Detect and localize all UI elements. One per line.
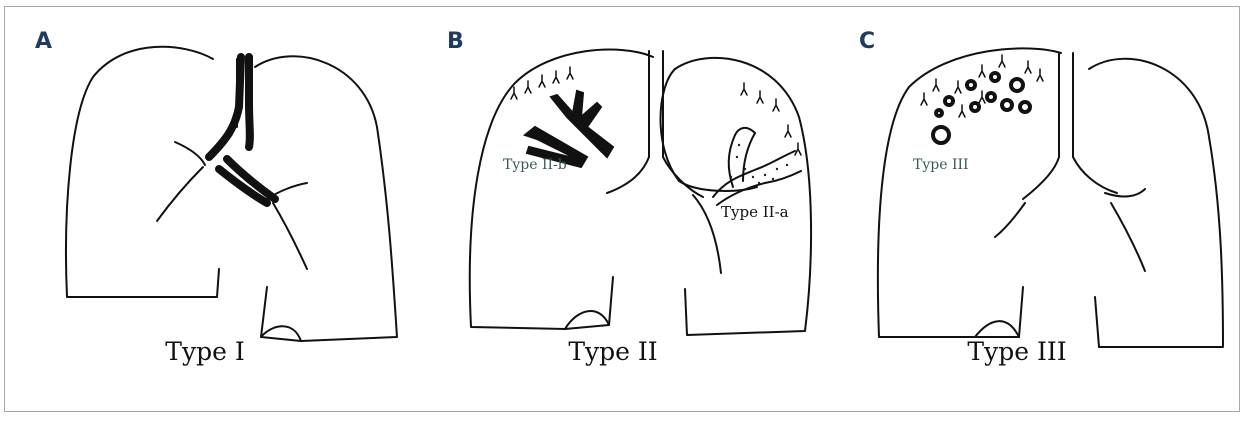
panel-c: C: [829, 7, 1241, 411]
figure: A: [4, 6, 1240, 412]
panel-b: B: [417, 7, 829, 411]
panel-a: A: [5, 7, 417, 411]
caption-type-1: Type I: [105, 337, 305, 366]
caption-type-3: Type III: [917, 337, 1117, 366]
annotation-type-2b: Type II-b: [503, 157, 567, 173]
annotation-type-3: Type III: [913, 157, 969, 173]
caption-type-2: Type II: [513, 337, 713, 366]
annotation-type-2a: Type II-a: [721, 203, 789, 221]
